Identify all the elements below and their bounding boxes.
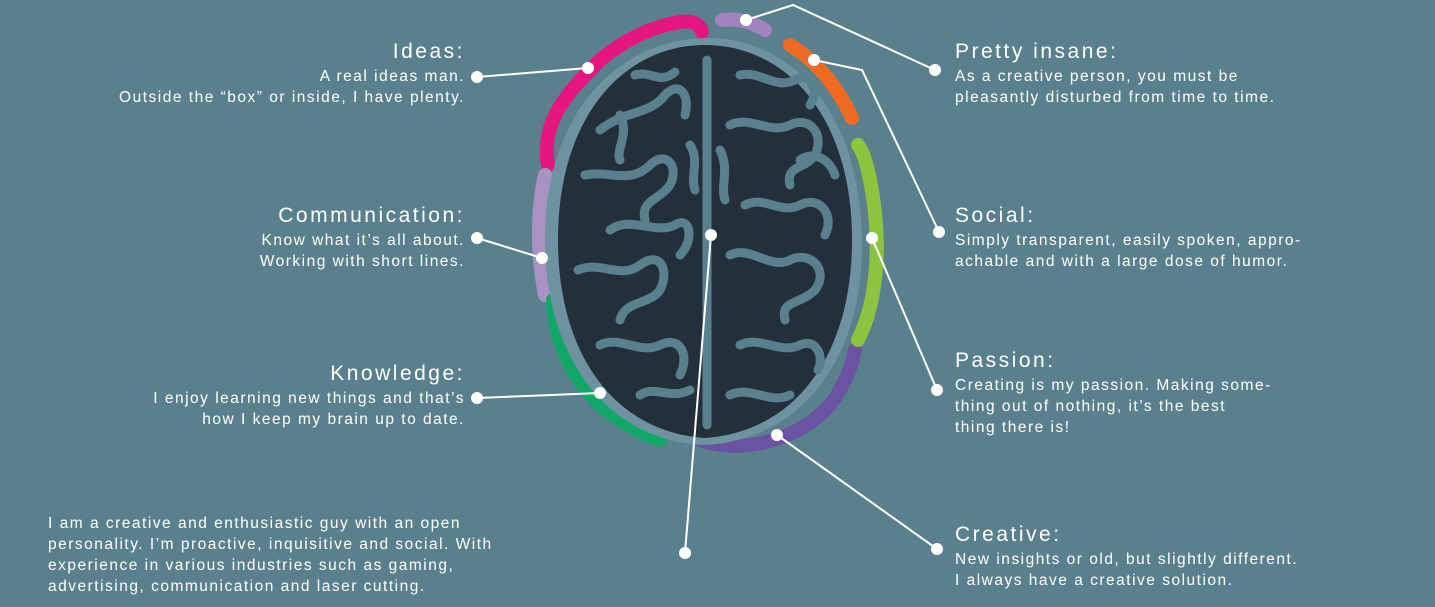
leader-dot-ideas-brain xyxy=(582,62,594,74)
leader-dot-creative-brain xyxy=(771,429,783,441)
trait-creative: Creative: New insights or old, but sligh… xyxy=(955,523,1435,591)
trait-description-line: As a creative person, you must be xyxy=(955,68,1239,85)
rim-ideas xyxy=(539,14,709,172)
trait-title: Knowledge: xyxy=(330,362,465,385)
trait-title: Social: xyxy=(955,204,1036,227)
trait-description-line: New insights or old, but slightly differ… xyxy=(955,551,1299,568)
trait-title: Ideas: xyxy=(392,40,465,63)
rim-knowledge xyxy=(546,293,667,447)
trait-description-line: Creating is my passion. Making some- xyxy=(955,377,1272,394)
leader-dot-insane-brain xyxy=(740,14,752,26)
rim-social xyxy=(851,138,884,347)
rim-communication xyxy=(532,168,552,302)
trait-description-line: thing there is! xyxy=(955,419,1071,436)
trait-description-line: I enjoy learning new things and that’s xyxy=(153,390,465,407)
leader-dot-knowledge-brain xyxy=(594,387,606,399)
trait-social: Social: Simply transparent, easily spoke… xyxy=(955,204,1435,272)
trait-description-line: pleasantly disturbed from time to time. xyxy=(955,89,1276,106)
leader-dot-passion-label xyxy=(931,384,943,396)
intro-line: advertising, communication and laser cut… xyxy=(48,578,426,595)
leader-dot-communication-label xyxy=(471,232,483,244)
rim-insane xyxy=(783,38,859,125)
intro-paragraph: I am a creative and enthusiastic guy wit… xyxy=(48,513,568,597)
trait-ideas: Ideas: A real ideas man. Outside the “bo… xyxy=(0,40,465,108)
trait-description-line: thing out of nothing, it’s the best xyxy=(955,398,1227,415)
trait-description-line: how I keep my brain up to date. xyxy=(202,411,465,428)
trait-communication: Communication: Know what it’s all about.… xyxy=(0,204,465,272)
leader-dot-intro-brain xyxy=(705,229,717,241)
trait-title: Pretty insane: xyxy=(955,40,1119,63)
leader-dot-creative-label xyxy=(931,543,943,555)
brain-rim xyxy=(532,12,884,453)
intro-line: personality. I’m proactive, inquisitive … xyxy=(48,536,493,553)
trait-description-line: A real ideas man. xyxy=(319,68,465,85)
trait-description-line: Know what it’s all about. xyxy=(261,232,465,249)
trait-title: Communication: xyxy=(278,204,465,227)
intro-line: I am a creative and enthusiastic guy wit… xyxy=(48,515,461,532)
trait-title: Creative: xyxy=(955,523,1062,546)
brain-folds xyxy=(573,55,840,430)
trait-description-line: Outside the “box” or inside, I have plen… xyxy=(119,89,465,106)
leader-dot-social-brain xyxy=(808,54,820,66)
leader-dot-passion-brain xyxy=(866,232,878,244)
trait-passion: Passion: Creating is my passion. Making … xyxy=(955,349,1435,438)
trait-title: Passion: xyxy=(955,349,1056,372)
leader-dot-communication-brain xyxy=(536,252,548,264)
trait-description-line: I always have a creative solution. xyxy=(955,572,1234,589)
intro-line: experience in various industries such as… xyxy=(48,557,455,574)
leader-dot-knowledge-label xyxy=(471,392,483,404)
trait-pretty-insane: Pretty insane: As a creative person, you… xyxy=(955,40,1435,108)
trait-description-line: Simply transparent, easily spoken, appro… xyxy=(955,232,1302,249)
trait-description-line: achable and with a large dose of humor. xyxy=(955,253,1289,270)
leader-dot-social-label xyxy=(933,226,945,238)
trait-description-line: Working with short lines. xyxy=(259,253,465,270)
trait-knowledge: Knowledge: I enjoy learning new things a… xyxy=(0,362,465,430)
leader-dot-insane-label xyxy=(929,64,941,76)
leader-lines xyxy=(471,3,945,559)
leader-dot-ideas-label xyxy=(471,71,483,83)
leader-dot-intro-label xyxy=(679,547,691,559)
rim-creative xyxy=(693,343,862,453)
